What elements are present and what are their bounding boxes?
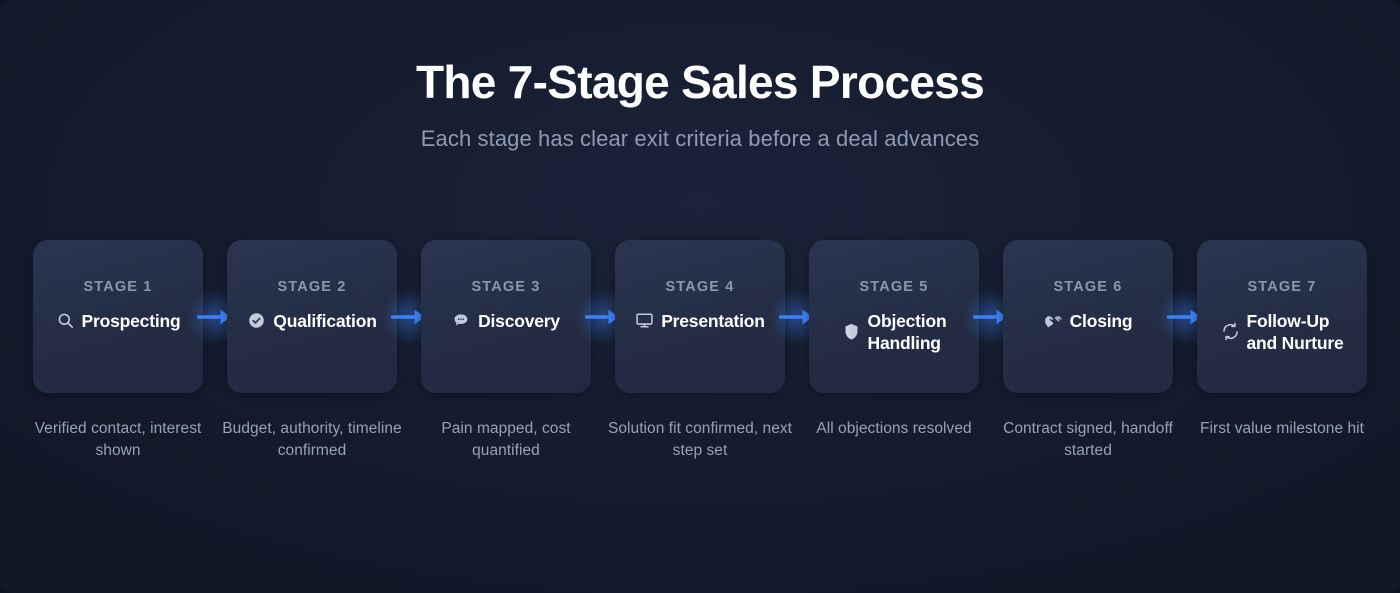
stage-name-row: Closing bbox=[1003, 310, 1173, 332]
stage-name: Prospecting bbox=[81, 310, 181, 331]
stage-name-row: Discovery bbox=[421, 310, 591, 332]
stage-connector-arrow bbox=[769, 240, 825, 393]
stage-number-label: STAGE 5 bbox=[859, 279, 929, 295]
search-icon bbox=[56, 311, 75, 330]
stage-number-label: STAGE 7 bbox=[1247, 279, 1317, 295]
stage-card-3[interactable]: STAGE 3 Discovery bbox=[421, 240, 591, 393]
stage-exit-criteria: First value milestone hit bbox=[1199, 420, 1365, 437]
stage-exit-criteria: Budget, authority, timeline confirmed bbox=[222, 420, 402, 460]
stage-card-2[interactable]: STAGE 2 Qualification bbox=[227, 240, 397, 393]
stage-connector-arrow bbox=[381, 240, 437, 393]
header: The 7-Stage Sales Process Each stage has… bbox=[0, 0, 1400, 152]
arrow-right-icon bbox=[391, 308, 427, 326]
page-subtitle: Each stage has clear exit criteria befor… bbox=[420, 125, 980, 151]
stage-number-label: STAGE 2 bbox=[277, 279, 347, 295]
stage-number-label: STAGE 4 bbox=[665, 279, 735, 295]
speech-bubble-icon bbox=[452, 311, 471, 330]
handshake-icon bbox=[1044, 311, 1063, 330]
monitor-icon bbox=[635, 311, 654, 330]
page-title: The 7-Stage Sales Process bbox=[415, 56, 985, 108]
stage-name: Closing bbox=[1069, 310, 1133, 331]
stage-exit-criteria: All objections resolved bbox=[816, 420, 972, 437]
arrow-right-icon bbox=[1167, 308, 1203, 326]
stage-name: Qualification bbox=[273, 310, 377, 331]
shield-icon bbox=[842, 322, 861, 341]
stage-card-6[interactable]: STAGE 6 Closing bbox=[1003, 240, 1173, 393]
stage-exit-criteria: Pain mapped, cost quantified bbox=[441, 420, 571, 460]
stage-exit-criteria: Contract signed, handoff started bbox=[1003, 420, 1173, 460]
stage-name-row: Presentation bbox=[615, 310, 785, 332]
stage-number-label: STAGE 3 bbox=[471, 279, 541, 295]
stage-connector-arrow bbox=[575, 240, 631, 393]
stage-connector-arrow bbox=[187, 240, 243, 393]
stage-name-row: Qualification bbox=[227, 310, 397, 332]
arrow-right-icon bbox=[585, 308, 621, 326]
stage-card-1[interactable]: STAGE 1 Prospecting bbox=[33, 240, 203, 393]
stage-name-row: Prospecting bbox=[33, 310, 203, 332]
refresh-cycle-icon bbox=[1221, 322, 1240, 341]
stage-connector-arrow bbox=[1157, 240, 1213, 393]
arrow-right-icon bbox=[973, 308, 1009, 326]
check-circle-icon bbox=[247, 311, 266, 330]
stage-name: Presentation bbox=[661, 310, 765, 331]
stage-connector-arrow bbox=[963, 240, 1019, 393]
stage-name: Discovery bbox=[478, 310, 560, 331]
stage-card-4[interactable]: STAGE 4 Presentation bbox=[615, 240, 785, 393]
arrow-right-icon bbox=[197, 308, 233, 326]
stage-exit-criteria: Solution fit confirmed, next step set bbox=[607, 420, 793, 460]
stage-number-label: STAGE 6 bbox=[1053, 279, 1123, 295]
stage-exit-criteria: Verified contact, interest shown bbox=[34, 420, 202, 460]
stage-number-label: STAGE 1 bbox=[83, 279, 153, 295]
arrow-right-icon bbox=[779, 308, 815, 326]
